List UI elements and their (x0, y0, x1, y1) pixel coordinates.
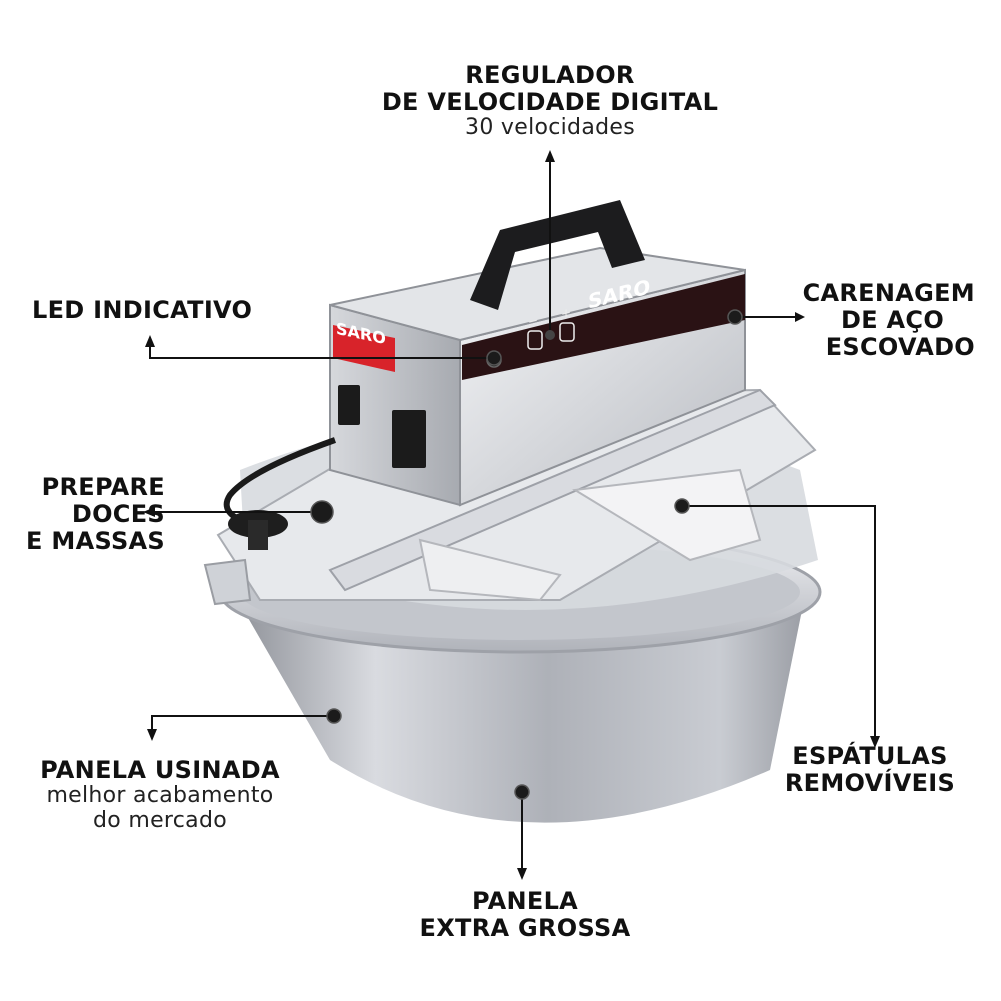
motor-box (329, 200, 746, 507)
callout-prepare-line1: PREPARE (41, 473, 165, 501)
callout-panela-usinada-line1: PANELA USINADA (40, 756, 280, 784)
callout-espatulas: ESPÁTULAS REMOVÍVEIS (770, 743, 970, 797)
callout-panela-usinada-sub2: do mercado (93, 807, 227, 833)
plus-button: + (561, 304, 572, 322)
lid-plate (203, 388, 817, 606)
callout-led: LED INDICATIVO (32, 297, 312, 324)
callout-led-line1: LED INDICATIVO (32, 296, 253, 324)
callout-regulador: REGULADOR DE VELOCIDADE DIGITAL 30 veloc… (360, 62, 740, 140)
minus-button: − (528, 312, 539, 330)
callout-regulador-line1: REGULADOR (465, 61, 635, 89)
callout-regulador-line2: DE VELOCIDADE DIGITAL (381, 87, 719, 116)
callout-panela-grossa: PANELA EXTRA GROSSA (400, 888, 650, 942)
callout-panela-usinada-sub1: melhor acabamento (46, 782, 274, 808)
callout-arrowheads (143, 150, 880, 880)
callout-espatulas-line1: ESPÁTULAS (792, 742, 948, 770)
callout-regulador-sub: 30 velocidades (465, 114, 635, 140)
callout-lines (149, 160, 876, 872)
callout-prepare: PREPARE DOCES E MASSAS (20, 474, 165, 555)
callout-dots (310, 309, 743, 800)
callout-carenagem-line2: DE AÇO (840, 305, 945, 334)
callout-prepare-line2: DOCES (71, 499, 165, 528)
callout-carenagem-line1: CARENAGEM (802, 279, 975, 307)
callout-carenagem-line3: ESCOVADO (825, 332, 975, 361)
callout-panela-grossa-line2: EXTRA GROSSA (419, 913, 631, 942)
callout-espatulas-line2: REMOVÍVEIS (784, 768, 956, 797)
callout-carenagem: CARENAGEM DE AÇO ESCOVADO (780, 280, 975, 361)
callout-panela-grossa-line1: PANELA (471, 887, 579, 915)
callout-prepare-line3: E MASSAS (26, 526, 165, 555)
callout-panela-usinada: PANELA USINADA melhor acabamento do merc… (20, 757, 300, 833)
spatulas (418, 468, 762, 602)
